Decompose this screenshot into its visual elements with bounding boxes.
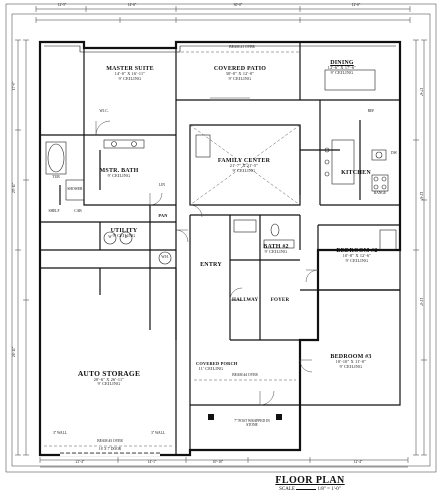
room-label-auto-storage: AUTO STORAGE 20'-6" X 26'-11" 9' CEILING <box>77 369 141 387</box>
note-refrigerator: REF <box>367 109 375 113</box>
title-block: FLOOR PLAN SCALE 1/8" = 1'-0" <box>250 475 370 492</box>
garage-door <box>60 452 160 457</box>
note-linen: LIN <box>159 183 165 187</box>
dim-top-c: 30'-0" <box>233 3 243 7</box>
room-label-kitchen: KITCHEN <box>341 170 371 176</box>
dim-bottom-b: 14'-1" <box>147 460 157 464</box>
note-cabinet: CAB <box>74 209 82 213</box>
room-label-entry: ENTRY <box>200 262 222 268</box>
dim-top-a: 12'-5" <box>57 3 67 7</box>
scale-row: SCALE 1/8" = 1'-0" <box>250 487 370 492</box>
note-closet: W.I.C. <box>99 109 109 113</box>
note-washer: W <box>108 235 112 239</box>
dimension-lines <box>5 3 437 473</box>
note-water-heater: W.H. <box>161 255 169 259</box>
room-label-hallway: HALLWAY <box>232 298 259 303</box>
dim-bottom-d: 12'-4" <box>353 460 363 464</box>
dim-left-c: 26'-11" <box>12 346 17 358</box>
fixtures <box>45 69 397 265</box>
dim-left-b: 29'-11" <box>12 182 17 194</box>
dim-top-b: 14'-6" <box>127 3 137 7</box>
note-beam-garage: BEAM #3 OVER <box>97 439 123 443</box>
note-shelf: SHELF <box>48 209 60 213</box>
room-label-covered-patio: COVERED PATIO 30'-0" X 12'-0" 9' CEILING <box>213 66 267 81</box>
room-label-bath2: BATH #2 9' CEILING <box>263 244 289 255</box>
plan-title: FLOOR PLAN <box>275 475 345 486</box>
dim-right-c: 11'-0" <box>418 297 423 307</box>
note-beam-porch: BEAM #4 OVER <box>232 373 258 377</box>
room-label-utility: UTILITY 9' CEILING <box>110 228 138 239</box>
room-label-family-center: FAMILY CENTER 21'-7" X 21'-5" 9' CEILING <box>217 158 271 173</box>
note-range: RANGE <box>373 191 387 195</box>
dim-right-a: 17'-6" <box>418 87 423 97</box>
note-post-wrap: 7" POST WRAPPED IN STONE <box>234 419 270 427</box>
note-wall-left: 3" WALL <box>52 431 68 435</box>
note-dryer: D <box>124 235 128 239</box>
room-label-pantry: PAN <box>158 213 168 218</box>
door-swings <box>95 97 319 406</box>
dim-left-a: 17'-0" <box>12 81 17 91</box>
dim-top-d: 12'-6" <box>351 3 361 7</box>
note-tub: TUB <box>52 175 60 179</box>
room-label-mstr-bath: MSTR. BATH 9' CEILING <box>99 168 139 179</box>
note-beam-patio: BEAM #1 OVER <box>229 45 255 49</box>
room-label-master-suite: MASTER SUITE 14'-0" X 16'-11" 9' CEILING <box>106 66 154 81</box>
room-label-foyer: FOYER <box>270 298 290 303</box>
room-label-dining: DINING 12'-6" X 17'-6" 9' CEILING <box>327 60 357 75</box>
dim-right-b: 12'-6" <box>418 191 423 201</box>
beam-lines <box>44 51 301 447</box>
scale-label: SCALE <box>279 487 295 492</box>
note-garage-door: 16' X 7' DOOR <box>98 447 122 451</box>
note-dishwasher: DW <box>391 151 397 155</box>
dim-bottom-c: 10'-10" <box>212 460 224 464</box>
porch-posts <box>208 414 282 420</box>
note-wall-right: 3" WALL <box>150 431 166 435</box>
note-shower: SHOWER <box>67 187 83 191</box>
room-label-bedroom2: BEDROOM #2 10'-8" X 12'-6" 9' CEILING <box>336 248 378 263</box>
room-label-bedroom3: BEDROOM #3 10'-10" X 11'-0" 9' CEILING <box>330 354 372 369</box>
room-label-covered-porch: COVERED PORCH 11' CEILING <box>196 361 238 371</box>
scale-value: 1/8" = 1'-0" <box>317 487 341 492</box>
dim-bottom-a: 21'-4" <box>75 460 85 464</box>
